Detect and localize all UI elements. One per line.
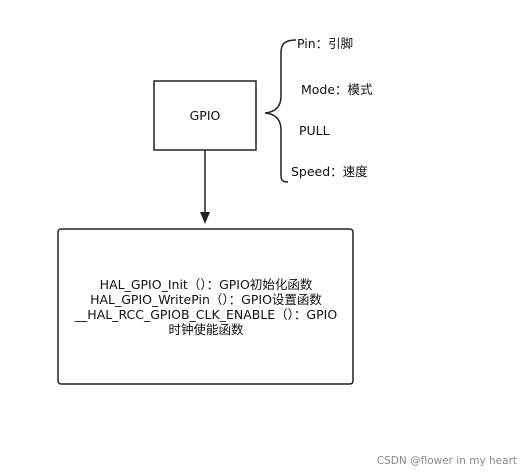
watermark-text: CSDN @flower in my heart [377,455,517,467]
gpio-node-label: GPIO [190,108,221,123]
function-line-clk-desc: 时钟使能函数 [168,322,244,337]
property-mode: Mode：模式 [301,82,373,97]
function-line-init: HAL_GPIO_Init（）：GPIO初始化函数 [100,277,313,292]
properties-brace [264,39,297,183]
function-line-clk-enable: __HAL_RCC_GPIOB_CLK_ENABLE（）：GPIO [74,307,338,322]
function-line-writepin: HAL_GPIO_WritePin（）：GPIO设置函数 [90,292,322,307]
gpio-node-box [153,80,257,151]
functions-node[interactable]: HAL_GPIO_Init（）：GPIO初始化函数 HAL_GPIO_Write… [57,228,354,385]
property-speed: Speed：速度 [291,164,368,179]
gpio-node[interactable]: GPIO [153,80,257,151]
property-pull: PULL [299,123,330,138]
arrowhead-icon [200,212,210,224]
connector-arrow [200,150,210,224]
property-pin: Pin：引脚 [297,36,353,51]
properties-list: Pin：引脚 Mode：模式 PULL Speed：速度 [291,36,373,179]
functions-node-box [57,228,354,385]
